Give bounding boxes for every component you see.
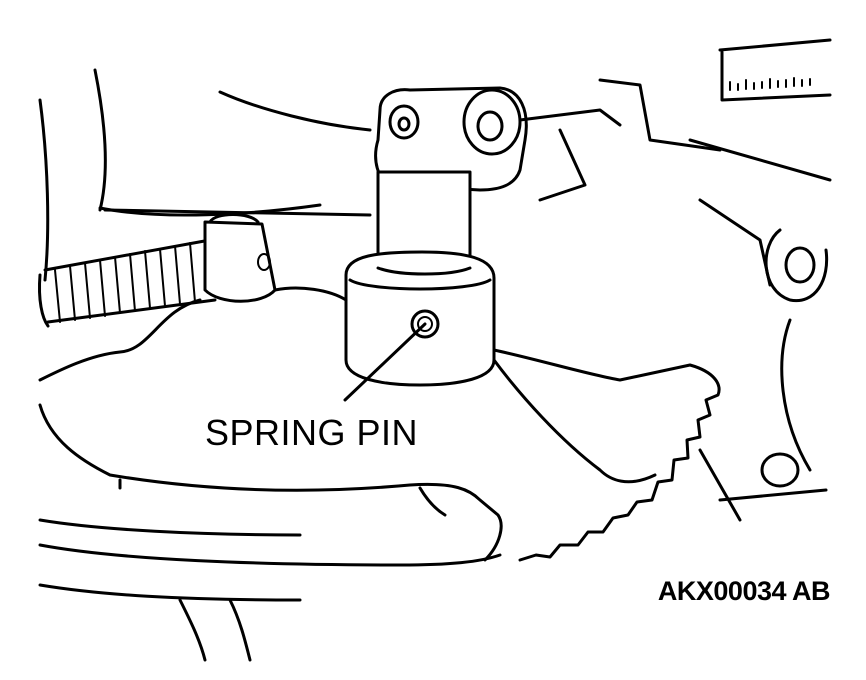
collar xyxy=(344,250,496,387)
figure-code: AKX00034 AB xyxy=(657,576,831,606)
spring-pin-label: SPRING PIN xyxy=(205,412,419,453)
lever-plate xyxy=(38,298,503,662)
spring xyxy=(38,213,277,328)
housing-outline xyxy=(38,68,372,282)
right-housing xyxy=(598,38,832,502)
gear-quadrant xyxy=(273,286,742,562)
callout-leader-line xyxy=(343,322,427,402)
